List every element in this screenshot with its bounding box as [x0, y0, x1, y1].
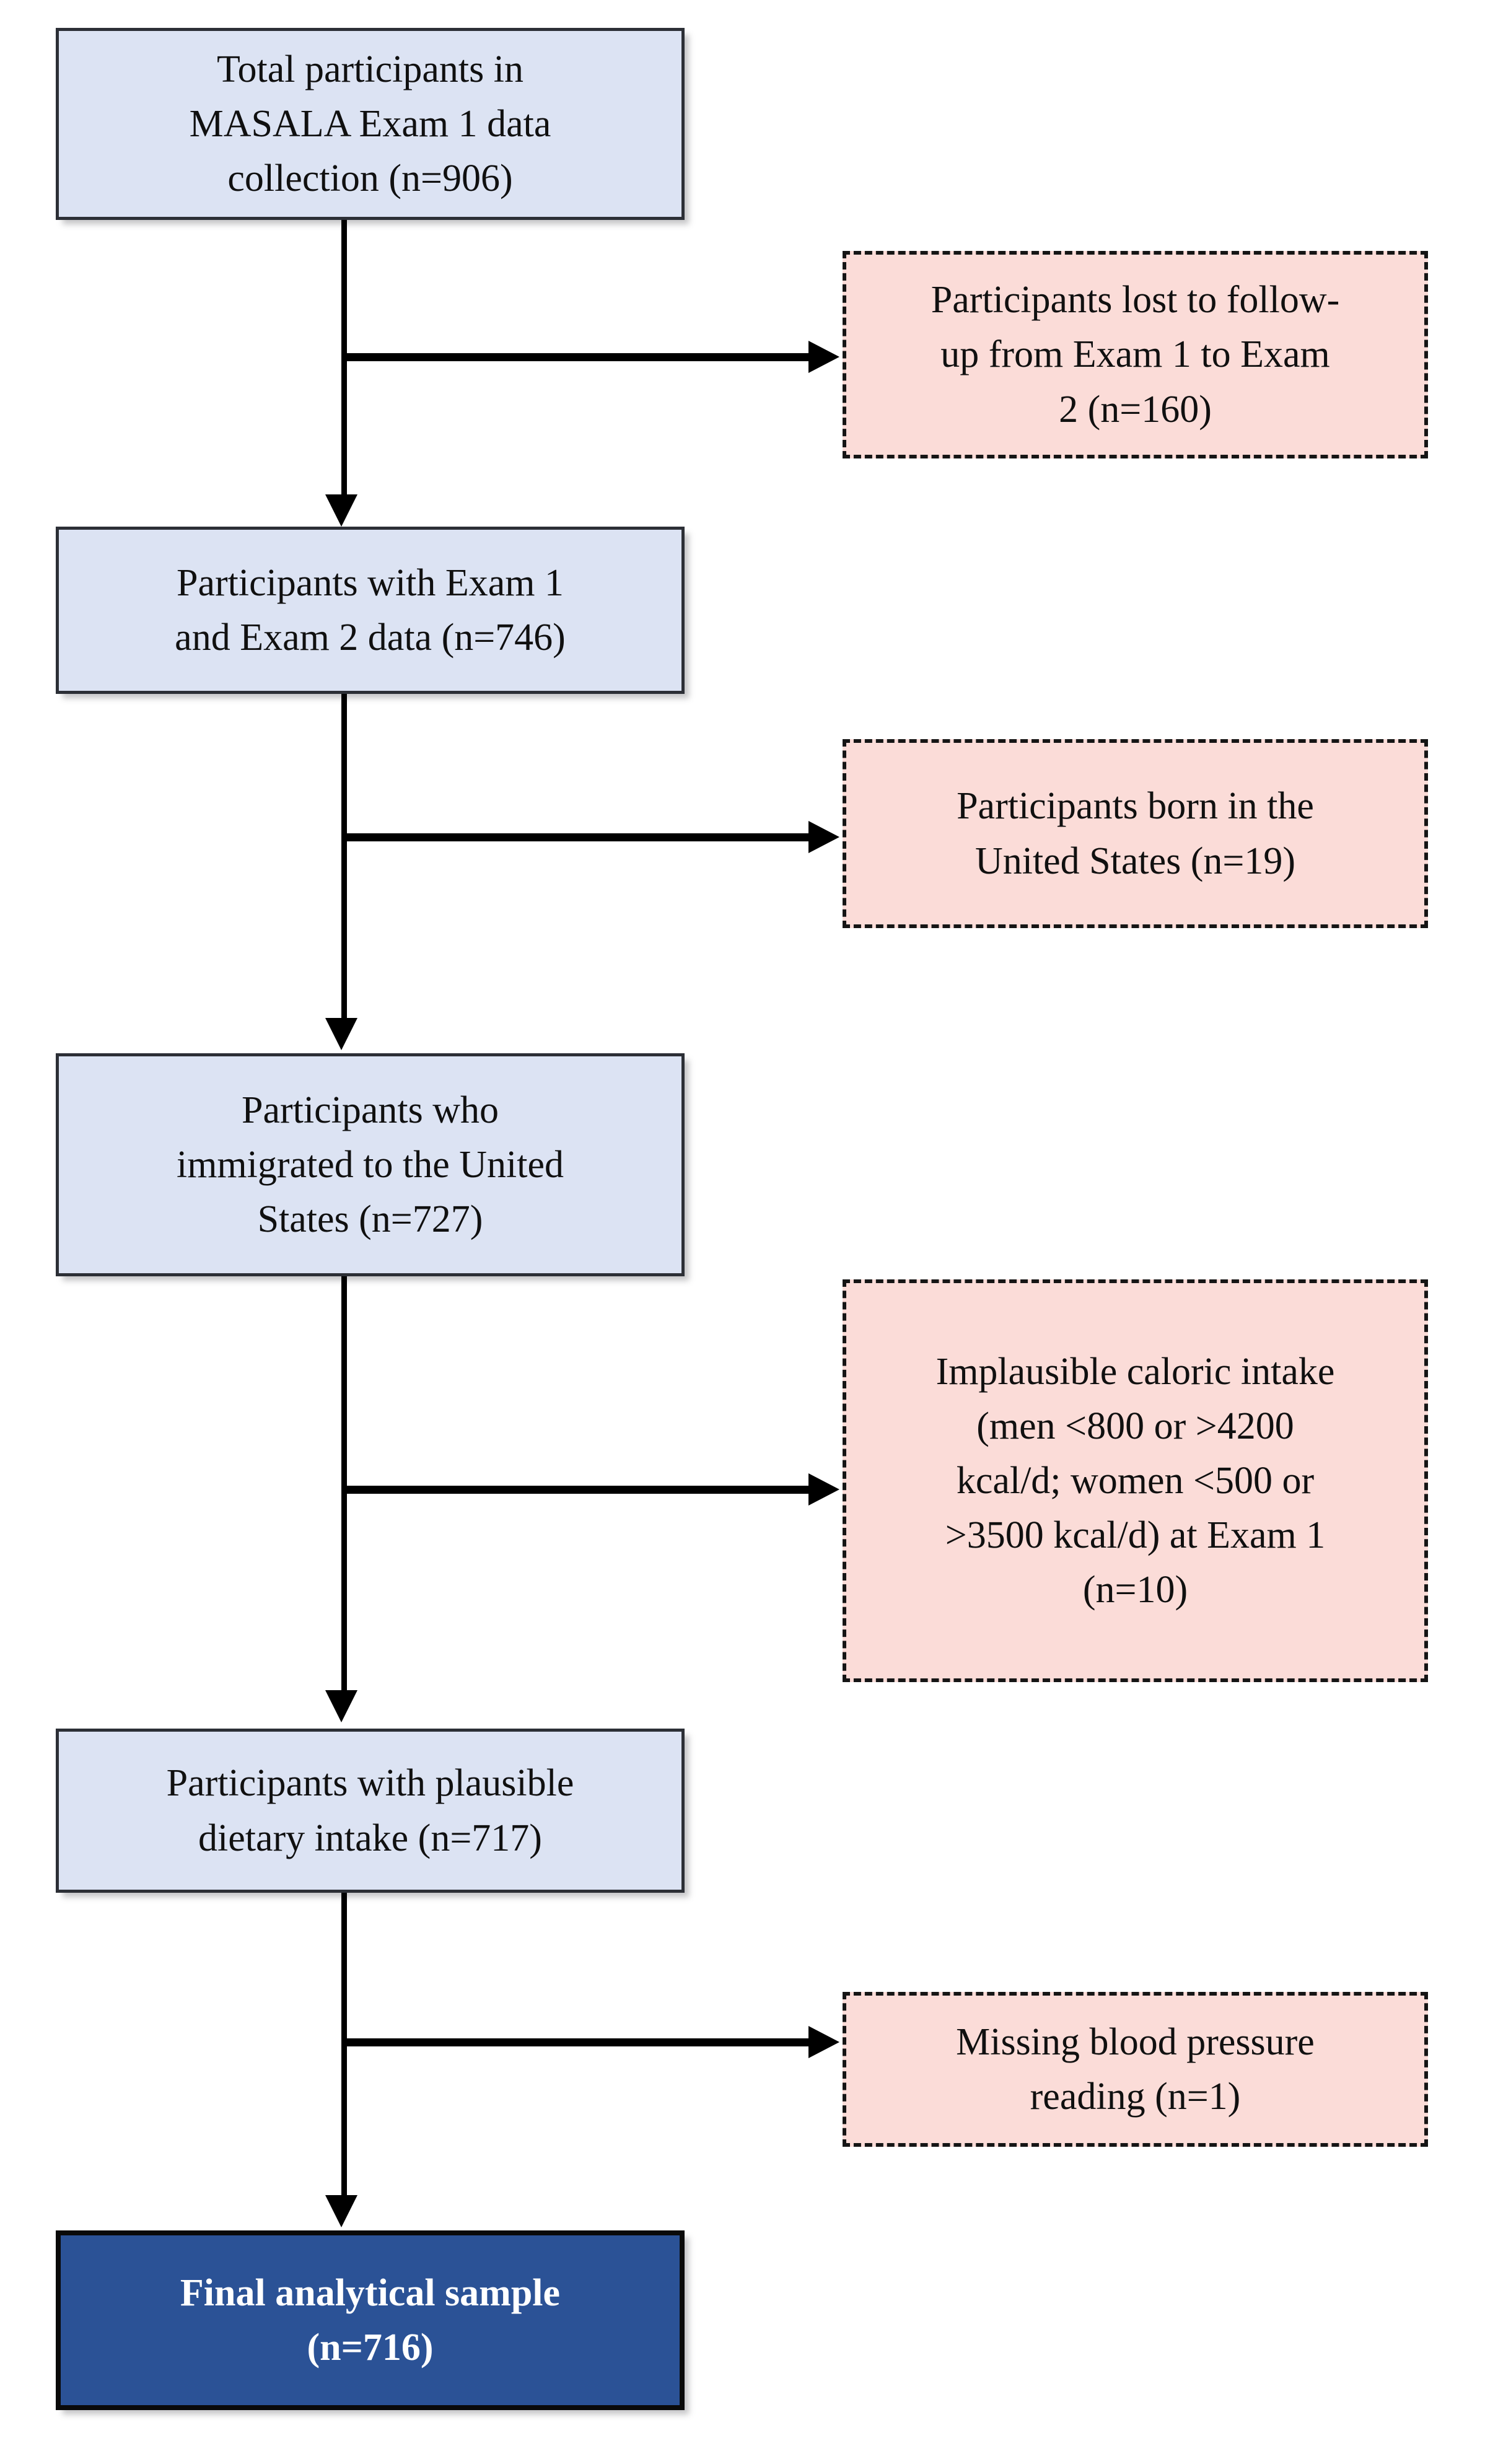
node-missing-blood-pressure-label: Missing blood pressure reading (n=1)	[956, 2020, 1315, 2118]
node-plausible-dietary-intake: Participants with plausible dietary inta…	[56, 1729, 685, 1893]
node-missing-blood-pressure: Missing blood pressure reading (n=1)	[843, 1992, 1428, 2147]
connector-arrowhead-right-3	[808, 1473, 839, 1506]
connector-branch-1	[341, 353, 812, 361]
connector-branch-3	[341, 1486, 812, 1494]
node-implausible-caloric-intake-label: Implausible caloric intake (men <800 or …	[935, 1350, 1335, 1611]
node-immigrated-to-us: Participants who immigrated to the Unite…	[56, 1053, 685, 1276]
connector-arrowhead-right-4	[808, 2026, 839, 2058]
node-final-analytical-sample-label: Final analytical sample (n=716)	[180, 2271, 561, 2369]
node-lost-to-followup: Participants lost to follow- up from Exa…	[843, 251, 1428, 458]
node-born-in-us: Participants born in the United States (…	[843, 739, 1428, 928]
connector-arrowhead-down-3	[325, 1690, 357, 1722]
connector-trunk-4	[341, 1893, 347, 2203]
connector-arrowhead-down-2	[325, 1018, 357, 1050]
node-total-participants-label: Total participants in MASALA Exam 1 data…	[189, 48, 551, 200]
connector-branch-4	[341, 2038, 812, 2046]
connector-arrowhead-down-1	[325, 494, 357, 527]
node-exam1-and-exam2: Participants with Exam 1 and Exam 2 data…	[56, 527, 685, 694]
node-final-analytical-sample: Final analytical sample (n=716)	[56, 2230, 685, 2410]
connector-trunk-2	[341, 694, 347, 1025]
connector-branch-2	[341, 833, 812, 841]
node-immigrated-to-us-label: Participants who immigrated to the Unite…	[176, 1089, 564, 1241]
node-implausible-caloric-intake: Implausible caloric intake (men <800 or …	[843, 1279, 1428, 1682]
node-exam1-and-exam2-label: Participants with Exam 1 and Exam 2 data…	[175, 561, 566, 659]
node-plausible-dietary-intake-label: Participants with plausible dietary inta…	[166, 1762, 574, 1859]
node-lost-to-followup-label: Participants lost to follow- up from Exa…	[931, 279, 1340, 431]
node-total-participants: Total participants in MASALA Exam 1 data…	[56, 28, 685, 220]
connector-arrowhead-right-1	[808, 341, 839, 373]
node-born-in-us-label: Participants born in the United States (…	[957, 785, 1314, 882]
connector-arrowhead-right-2	[808, 821, 839, 853]
connector-arrowhead-down-4	[325, 2195, 357, 2227]
